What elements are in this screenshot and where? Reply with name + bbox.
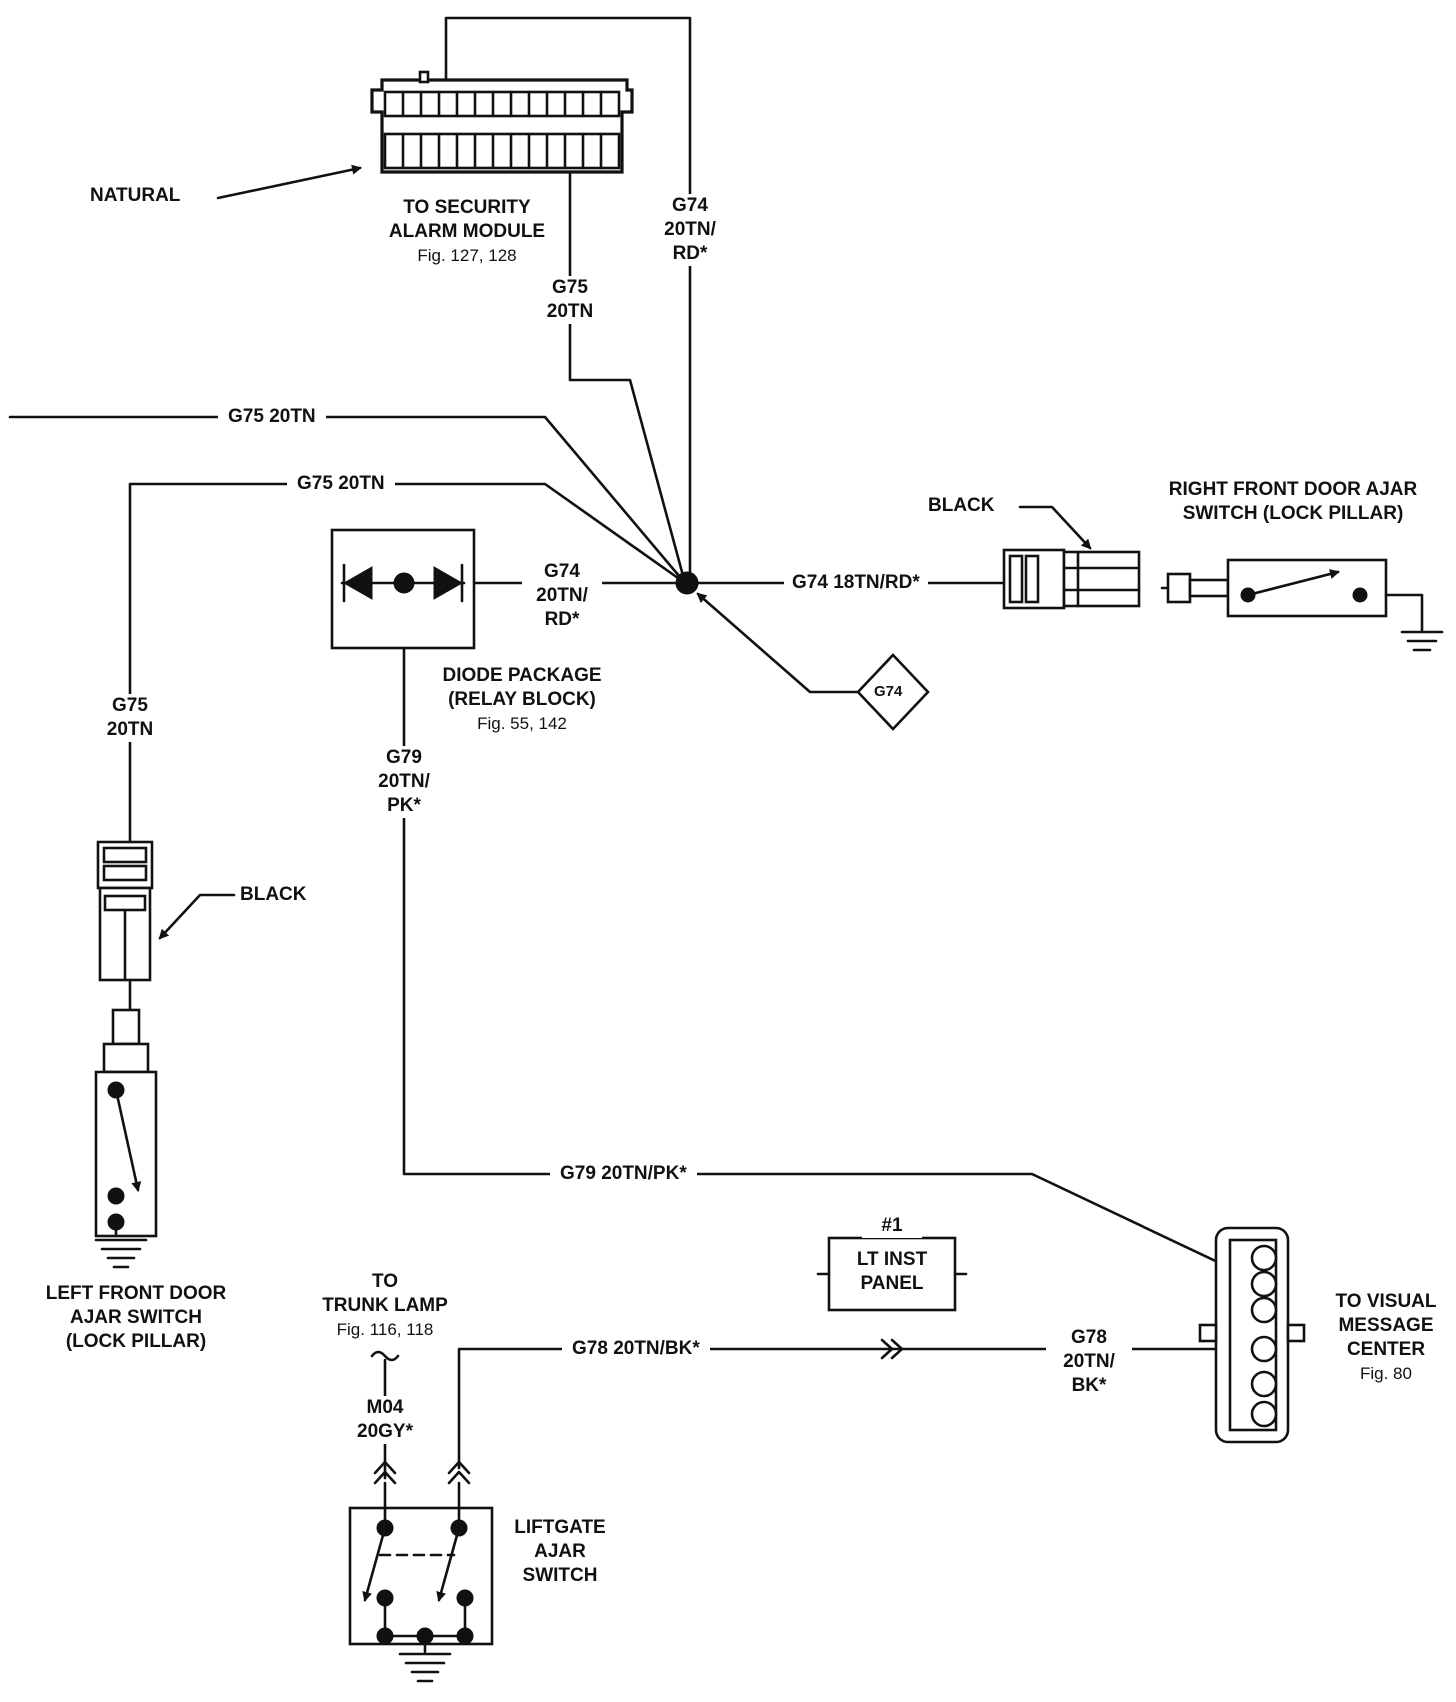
label-liftgate-switch: LIFTGATE AJAR SWITCH: [496, 1516, 624, 1588]
label-g74-right: G74 18TN/RD*: [784, 571, 928, 595]
label-left-switch: LEFT FRONT DOOR AJAR SWITCH (LOCK PILLAR…: [8, 1282, 264, 1354]
label-g75-vertical: G75 20TN: [92, 694, 168, 742]
label-g75-top: G75 20TN: [534, 276, 606, 324]
right-door-ajar-switch: [1160, 558, 1444, 652]
left-black-connector: [96, 840, 154, 982]
label-g74-top: G74 20TN/ RD*: [652, 194, 728, 266]
connector-cavities-upper: [401, 90, 603, 118]
label-g79-horizontal: G79 20TN/PK*: [550, 1162, 697, 1186]
label-m04: M04 20GY*: [346, 1396, 424, 1444]
diode-package: [330, 528, 476, 650]
black-left-pointer-arrow: [158, 893, 236, 940]
trunk-lamp-tilde: [370, 1350, 400, 1362]
left-door-ajar-switch: [94, 1008, 158, 1269]
g78-chevrons: [447, 1460, 471, 1485]
label-g75-left-2: G75 20TN: [287, 472, 395, 496]
label-g79-vertical: G79 20TN/ PK*: [362, 746, 446, 818]
label-security-module: TO SECURITY ALARM MODULE Fig. 127, 128: [372, 196, 562, 268]
label-inst-panel-number: #1: [862, 1214, 922, 1238]
label-black-left: BLACK: [240, 883, 307, 907]
label-g74-diode: G74 20TN/ RD*: [522, 560, 602, 632]
label-g78-vertical: G78 20TN/ BK*: [1046, 1326, 1132, 1398]
visual-message-center-connector: [1198, 1226, 1306, 1444]
liftgate-ajar-switch: [348, 1481, 494, 1683]
security-alarm-connector: [370, 70, 634, 174]
label-lt-inst-panel: LT INST PANEL: [856, 1249, 928, 1294]
wire-g78: [457, 1347, 1266, 1470]
label-natural: NATURAL: [90, 184, 181, 208]
wire-g74-top: [444, 16, 692, 585]
right-black-connector: [1002, 548, 1141, 610]
label-right-switch: RIGHT FRONT DOOR AJAR SWITCH (LOCK PILLA…: [1134, 478, 1452, 526]
label-g75-left-1: G75 20TN: [218, 405, 326, 429]
natural-pointer-arrow: [216, 164, 362, 200]
wire-g74-splice-arrow: [696, 592, 872, 694]
wire-g75-left-1: [8, 415, 687, 585]
label-g74-splice: G74: [874, 683, 903, 700]
label-diode-package: DIODE PACKAGE (RELAY BLOCK) Fig. 55, 142: [424, 664, 620, 736]
splice-point: [675, 571, 699, 595]
black-right-pointer-arrow: [1018, 505, 1092, 550]
wire-g79: [402, 581, 1266, 1286]
g74-splice-diamond: [856, 653, 930, 731]
label-visual-message-center: TO VISUAL MESSAGE CENTER Fig. 80: [1318, 1290, 1454, 1386]
label-black-right: BLACK: [928, 494, 995, 518]
lt-inst-panel: [816, 1236, 968, 1360]
m04-chevrons: [373, 1460, 397, 1485]
connector-cavities-lower: [401, 132, 603, 170]
label-trunk-lamp: TO TRUNK LAMP Fig. 116, 118: [300, 1270, 470, 1342]
label-g78-horizontal: G78 20TN/BK*: [562, 1337, 710, 1361]
